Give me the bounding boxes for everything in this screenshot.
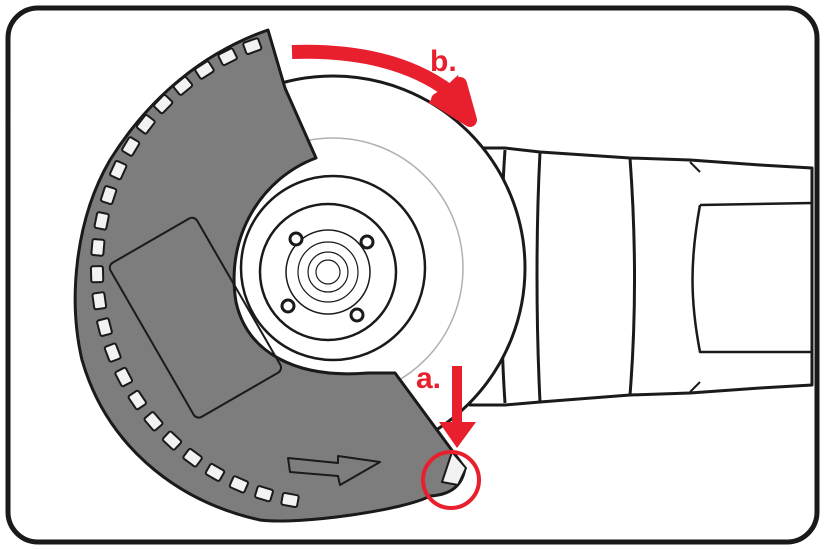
vent-slot — [127, 389, 147, 411]
vent-slot — [182, 447, 203, 468]
vent-slot — [194, 60, 215, 80]
vent-slot — [280, 491, 300, 509]
flange-pin-hole — [288, 231, 304, 247]
vent-slot — [135, 114, 156, 135]
vent-slot — [114, 366, 134, 388]
guard-rotation-arrow — [287, 455, 381, 486]
vent-slot — [99, 185, 118, 206]
rotation-arrow-head — [428, 75, 472, 122]
vent-slot — [242, 37, 263, 56]
down-arrow-icon — [439, 366, 476, 448]
label-b: b. — [430, 45, 457, 78]
vent-slot — [109, 159, 128, 181]
grinder-body — [468, 146, 814, 407]
vent-slot — [172, 75, 194, 96]
vent-slot — [254, 485, 274, 503]
vent-slot — [161, 430, 183, 451]
vent-slot — [217, 47, 238, 67]
label-a: a. — [416, 362, 441, 395]
highlight-circle — [421, 450, 481, 510]
flange-pin-hole — [359, 234, 375, 250]
vent-slot — [89, 265, 105, 284]
vent-slot — [228, 475, 249, 494]
vent-slot — [204, 462, 226, 482]
vent-slot — [153, 94, 174, 115]
blade-guard — [73, 28, 468, 523]
vent-slot — [103, 342, 122, 363]
vent-slot — [93, 211, 110, 231]
vent-slot — [91, 291, 108, 311]
vent-slot — [90, 238, 106, 257]
flange-pin-hole — [280, 298, 296, 314]
flange-nut — [258, 202, 398, 342]
guard-label-plate — [108, 216, 283, 419]
flange-pin-hole — [349, 307, 365, 323]
vent-slot — [143, 411, 164, 432]
vent-slot — [121, 136, 141, 157]
vent-slot — [96, 317, 113, 337]
guard-vent-slots — [89, 37, 300, 509]
